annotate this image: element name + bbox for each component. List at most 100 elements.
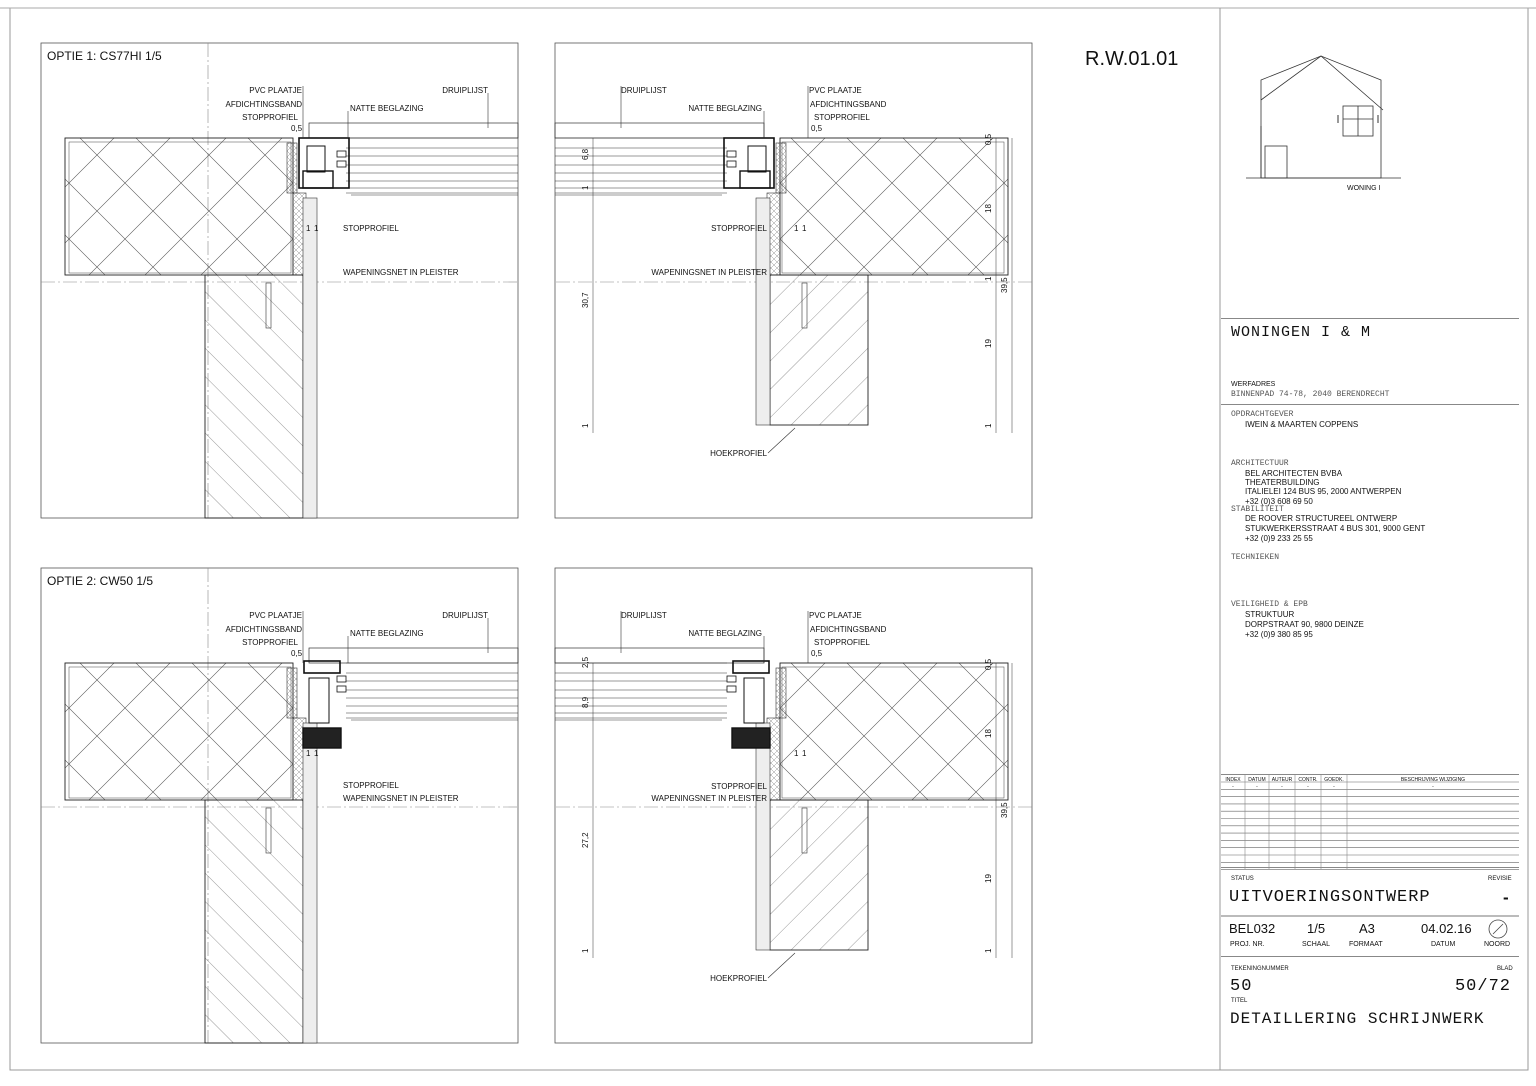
dimension-label: 1	[984, 276, 993, 281]
revision-cell: -	[1333, 784, 1335, 790]
brick-wall	[779, 137, 1009, 276]
leader-line	[767, 952, 796, 979]
window-frame-chamber	[743, 677, 765, 724]
insulation	[286, 667, 298, 719]
label-druiplijst: DRUIPLIJST	[621, 611, 667, 620]
brick-wall-inner	[781, 141, 1005, 274]
schaal-label: SCHAAL	[1302, 941, 1331, 948]
dimension-label: 1	[581, 185, 590, 190]
glazing-spacer	[726, 675, 737, 683]
dimension-label: 39,5	[1000, 802, 1009, 818]
label-afdichtingsband: AFDICHTINGSBAND	[226, 625, 303, 634]
status-value: UITVOERINGSONTWERP	[1229, 888, 1431, 907]
glazing-spacer	[336, 150, 347, 158]
house-elevation-icon: WONING I	[1246, 55, 1401, 192]
brick-wall	[64, 137, 294, 276]
status-label: STATUS	[1231, 876, 1254, 882]
anchor	[801, 807, 808, 854]
dimension-label: 1	[581, 423, 590, 428]
blad-label: BLAD	[1497, 966, 1513, 972]
detail-panel	[40, 42, 519, 519]
window-frame	[732, 660, 770, 674]
dimension-label: 2,5	[581, 656, 590, 668]
revision-header: INDEX	[1225, 777, 1241, 783]
insulation	[775, 667, 787, 719]
revision-header: GOEDK.	[1324, 777, 1343, 783]
label-wapeningsnet: WAPENINGSNET IN PLEISTER	[651, 268, 767, 277]
label-druiplijst: DRUIPLIJST	[442, 611, 488, 620]
detail-panel	[554, 42, 1033, 519]
anchor	[265, 282, 272, 329]
dimension-label: 1	[306, 749, 311, 758]
werfadres-label: WERFADRES	[1231, 381, 1276, 388]
datum-label: DATUM	[1431, 941, 1456, 948]
dimension-label: 1	[984, 948, 993, 953]
dimension-label: 1	[984, 423, 993, 428]
brick-wall-inner	[781, 666, 1005, 799]
brick-wall-inner	[68, 141, 292, 274]
label-natte-beglazing: NATTE BEGLAZING	[350, 629, 424, 638]
glazing-spacer	[336, 160, 347, 168]
architectuur-line: BEL ARCHITECTEN BVBA	[1245, 469, 1343, 478]
label-stopprofiel: STOPPROFIEL	[242, 113, 298, 122]
detail-geometry	[554, 122, 1032, 426]
label-wapeningsnet: WAPENINGSNET IN PLEISTER	[651, 794, 767, 803]
label-afdichtingsband: AFDICHTINGSBAND	[226, 100, 303, 109]
stabiliteit-line: STUKWERKERSSTRAAT 4 BUS 301, 9000 GENT	[1245, 524, 1426, 533]
revision-cell: -	[1232, 784, 1234, 790]
architectuur-line: THEATERBUILDING	[1245, 478, 1320, 487]
tekeningnummer-label: TEKENINGNUMMER	[1231, 966, 1289, 972]
opdrachtgever-label: OPDRACHTGEVER	[1231, 410, 1294, 419]
label-natte-beglazing: NATTE BEGLAZING	[350, 104, 424, 113]
window-frame-sash	[302, 170, 334, 189]
architectuur-label: ARCHITECTUUR	[1231, 459, 1289, 468]
technieken-label: TECHNIEKEN	[1231, 553, 1280, 562]
house-label: WONING I	[1347, 185, 1380, 192]
dimension-label: 1	[794, 749, 799, 758]
titel-label: TITEL	[1231, 998, 1248, 1004]
dimension-label: 8,9	[581, 696, 590, 708]
dimension-label: 19	[984, 339, 993, 348]
titel-value: DETAILLERING SCHRIJNWERK	[1230, 1010, 1485, 1028]
glazing-spacer	[726, 685, 737, 693]
dimension-label: 1	[581, 948, 590, 953]
dimension-label: 1	[802, 749, 807, 758]
brick-wall	[64, 662, 294, 801]
dimension-label: 0,5	[811, 124, 823, 133]
insulation	[775, 142, 787, 194]
label-natte-beglazing: NATTE BEGLAZING	[688, 104, 762, 113]
label-stopprofiel: STOPPROFIEL	[814, 638, 870, 647]
label-stopprofiel: STOPPROFIEL	[711, 782, 767, 791]
window-frame	[303, 660, 341, 674]
revision-cell: -	[1281, 784, 1283, 790]
detail-geometry	[41, 43, 519, 519]
architectuur-line: +32 (0)3 608 69 50	[1245, 497, 1313, 506]
dimension-label: 0,5	[811, 649, 823, 658]
window-frame-sash	[731, 727, 771, 749]
plaster-layer	[755, 722, 771, 951]
formaat-value: A3	[1359, 921, 1375, 936]
panel-frame	[554, 42, 1033, 519]
druiplijst	[554, 122, 765, 139]
tekeningnummer-value: 50	[1230, 977, 1253, 996]
label-wapeningsnet: WAPENINGSNET IN PLEISTER	[343, 268, 459, 277]
concrete-lintel	[769, 799, 869, 951]
dimension-label: 39,5	[1000, 277, 1009, 293]
label-natte-beglazing: NATTE BEGLAZING	[688, 629, 762, 638]
label-stopprofiel: STOPPROFIEL	[814, 113, 870, 122]
detail-geometry	[554, 647, 1032, 951]
label-afdichtingsband: AFDICHTINGSBAND	[810, 625, 887, 634]
glazing-spacer	[336, 675, 347, 683]
dimension-label: 0,5	[291, 649, 303, 658]
panel-title: OPTIE 2: CW50 1/5	[47, 574, 153, 588]
dimension-label: 18	[984, 204, 993, 213]
brick-wall-inner	[68, 666, 292, 799]
dimension-label: 0,5	[984, 133, 993, 145]
window-frame-chamber	[306, 145, 326, 173]
label-hoekprofiel: HOEKPROFIEL	[710, 449, 767, 458]
werfadres: BINNENPAD 74-78, 2040 BERENDRECHT	[1231, 390, 1390, 399]
dimension-label: 18	[984, 729, 993, 738]
glazing-spacer	[336, 685, 347, 693]
dimension-label: 19	[984, 874, 993, 883]
